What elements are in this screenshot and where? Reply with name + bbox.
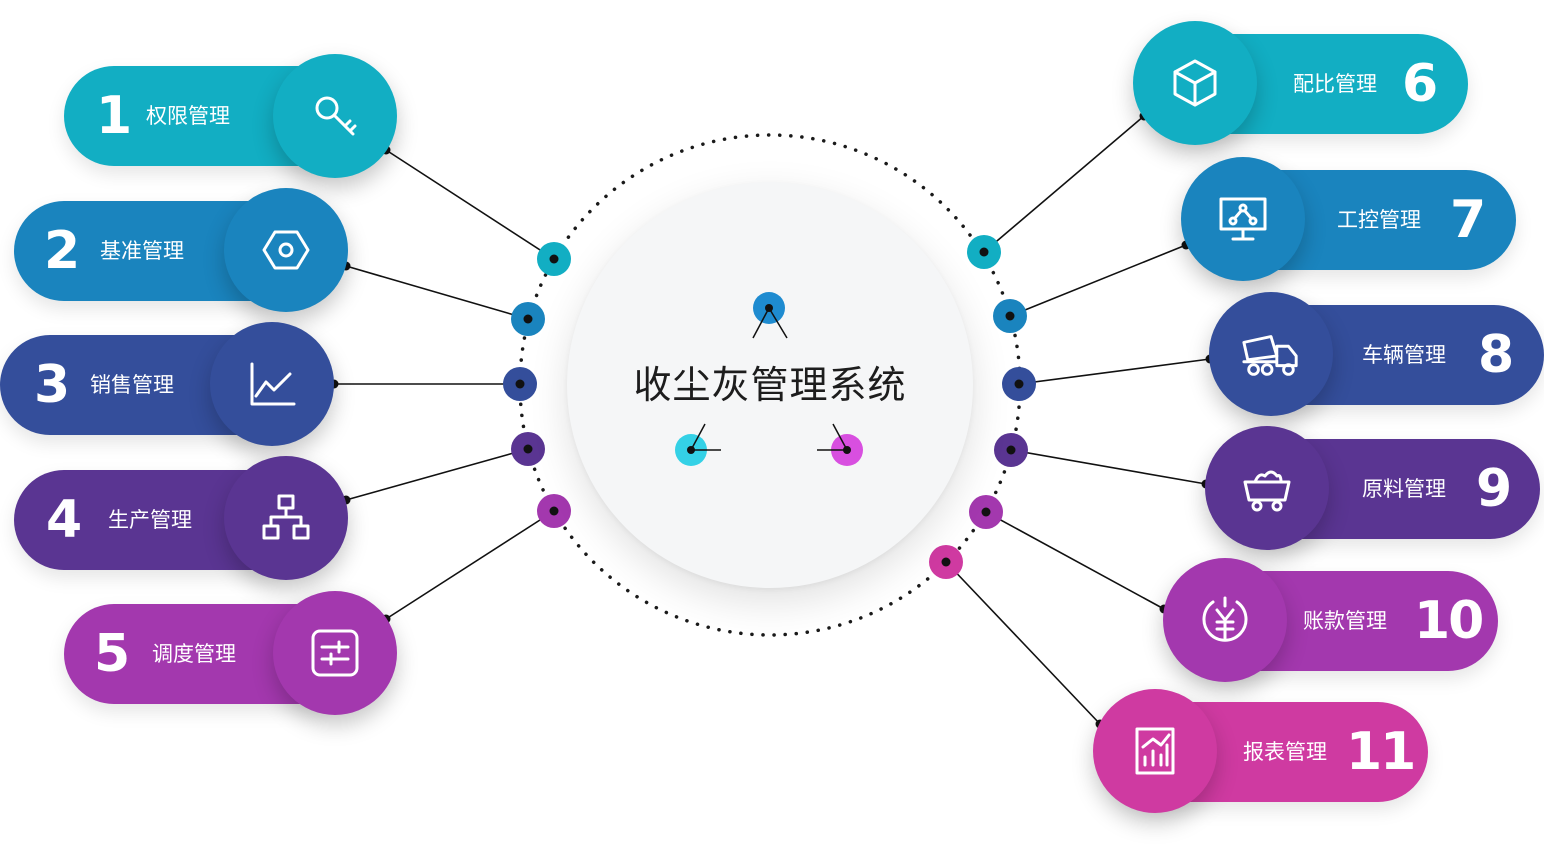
module-number: 2 [44, 221, 80, 281]
module-icon-circle[interactable] [1181, 157, 1305, 281]
node-center-dot [523, 314, 533, 324]
module-icon-circle[interactable] [210, 322, 334, 446]
line-chart-icon [246, 358, 298, 410]
module-icon-circle[interactable] [1093, 689, 1217, 813]
module-number: 7 [1450, 190, 1486, 250]
hub-decoration [675, 292, 863, 466]
connector-line-5 [385, 510, 555, 620]
module-label: 调度管理 [152, 642, 236, 666]
module-number: 6 [1402, 54, 1438, 114]
sliders-icon [309, 627, 361, 679]
connector-line-11 [945, 561, 1101, 725]
module-label: 销售管理 [90, 373, 174, 397]
module-number: 5 [94, 624, 130, 684]
report-chart-icon [1129, 725, 1181, 777]
module-icon-circle[interactable] [1163, 558, 1287, 682]
module-number: 8 [1478, 325, 1514, 385]
module-number: 9 [1476, 459, 1512, 519]
module-icon-circle[interactable] [224, 456, 348, 580]
module-label: 账款管理 [1303, 609, 1387, 633]
connector-line-4 [345, 448, 529, 501]
connector-line-1 [385, 149, 555, 260]
connector-line-8 [1018, 358, 1211, 385]
mine-cart-icon [1241, 462, 1293, 514]
node-center-dot [515, 379, 525, 389]
connector-line-6 [983, 115, 1145, 253]
connector-line-10 [985, 511, 1165, 610]
module-icon-circle[interactable] [273, 591, 397, 715]
module-icon-circle[interactable] [273, 54, 397, 178]
module-label: 报表管理 [1243, 740, 1327, 764]
module-label: 基准管理 [100, 239, 184, 263]
center-hub: 收尘灰管理系统 [567, 182, 973, 588]
yen-coin-icon [1199, 594, 1251, 646]
module-number: 4 [46, 490, 82, 550]
module-label: 车辆管理 [1362, 343, 1446, 367]
node-center-dot [1006, 445, 1016, 455]
node-center-dot [941, 557, 951, 567]
module-icon-circle[interactable] [224, 188, 348, 312]
hierarchy-icon [260, 492, 312, 544]
connector-line-9 [1010, 449, 1207, 485]
mixer-truck-icon [1240, 328, 1302, 380]
module-number: 1 [96, 86, 132, 146]
module-number: 11 [1346, 722, 1416, 782]
node-center-dot [549, 506, 559, 516]
module-label: 权限管理 [146, 104, 230, 128]
key-icon [309, 90, 361, 142]
connector-line-2 [345, 265, 529, 320]
module-label: 工控管理 [1337, 208, 1421, 232]
module-label: 原料管理 [1362, 477, 1446, 501]
module-label: 配比管理 [1293, 72, 1377, 96]
center-title: 收尘灰管理系统 [633, 363, 907, 407]
module-number: 3 [34, 355, 70, 415]
node-center-dot [979, 247, 989, 257]
cube-icon [1169, 57, 1221, 109]
module-icon-circle[interactable] [1133, 21, 1257, 145]
module-label: 生产管理 [108, 508, 192, 532]
node-center-dot [981, 507, 991, 517]
module-icon-circle[interactable] [1205, 426, 1329, 550]
node-center-dot [1014, 379, 1024, 389]
node-center-dot [1005, 311, 1015, 321]
module-icon-circle[interactable] [1209, 292, 1333, 416]
node-center-dot [549, 254, 559, 264]
hexagon-nut-icon [260, 224, 312, 276]
connector-line-7 [1009, 244, 1187, 317]
monitor-network-icon [1217, 193, 1269, 245]
node-center-dot [523, 444, 533, 454]
module-number: 10 [1414, 591, 1484, 651]
